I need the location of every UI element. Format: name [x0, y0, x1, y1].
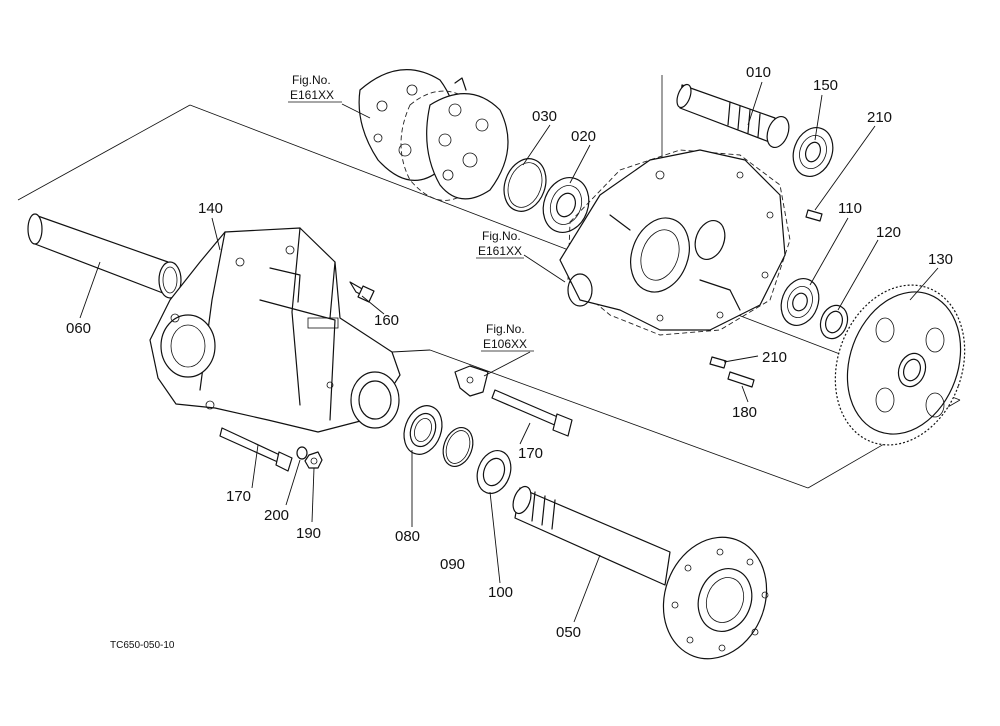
bearing-020: [542, 177, 590, 233]
bolt-170-right: [491, 389, 573, 437]
gear-130: [834, 284, 966, 446]
oil-seal-080: [403, 405, 443, 455]
part-label-110: 110: [838, 200, 862, 217]
part-label-150: 150: [813, 77, 838, 94]
stud-180: [727, 371, 755, 388]
snap-ring-030: [503, 158, 547, 212]
snap-ring-090: [442, 427, 474, 467]
figure-code: TC650-050-10: [110, 640, 175, 651]
part-label-010: 010: [746, 64, 771, 81]
fig-ref-3-line1: Fig.No.: [486, 322, 525, 336]
fig-ref-2-line1: Fig.No.: [482, 229, 521, 243]
part-label-050: 050: [556, 624, 581, 641]
part-label-170-left: 170: [226, 488, 251, 505]
sleeve-tube-060: [27, 213, 182, 299]
bolt-170-left: [219, 427, 293, 472]
part-label-210-lower: 210: [762, 349, 787, 366]
part-label-080: 080: [395, 528, 420, 545]
figure-reference-top: Fig.No. E161XX: [288, 73, 342, 103]
fig-ref-3-line2: E106XX: [483, 337, 527, 351]
main-housing-140: [149, 227, 401, 433]
fig-ref-2-line2: E161XX: [478, 244, 522, 258]
washer-200: [296, 446, 308, 460]
nut-190: [304, 451, 323, 469]
part-label-060: 060: [66, 320, 91, 337]
leader-lines: [79, 81, 939, 623]
part-label-200: 200: [264, 507, 289, 524]
part-label-170-right: 170: [518, 445, 543, 462]
clutch-plates-e161xx: [358, 69, 509, 201]
part-label-100: 100: [488, 584, 513, 601]
figure-reference-bracket: Fig.No. E106XX: [481, 322, 534, 352]
bearing-150: [792, 127, 834, 177]
bearing-110: [780, 278, 820, 326]
part-label-180: 180: [732, 404, 757, 421]
figure-reference-middle: Fig.No. E161XX: [476, 229, 524, 259]
fig-ref-1-line2: E161XX: [290, 88, 334, 102]
part-labels: 010 150 210 030 020 110 120 130 140 160 …: [66, 64, 953, 641]
fig-ref-1-line1: Fig.No.: [292, 73, 331, 87]
part-label-120: 120: [876, 224, 901, 241]
bracket-e106xx: [454, 365, 489, 397]
part-label-030: 030: [532, 108, 557, 125]
shaft-010: [676, 83, 790, 149]
part-label-020: 020: [571, 128, 596, 145]
axle-shaft-050: [512, 485, 769, 660]
bolt-160: [349, 281, 375, 303]
part-label-210-upper: 210: [867, 109, 892, 126]
part-label-190: 190: [296, 525, 321, 542]
collar-100: [476, 450, 512, 494]
part-label-140: 140: [198, 200, 223, 217]
dowel-pin-210-upper: [805, 209, 823, 222]
part-label-160: 160: [374, 312, 399, 329]
housing-cover-e161xx: [559, 149, 791, 336]
part-label-090: 090: [440, 556, 465, 573]
part-label-130: 130: [928, 251, 953, 268]
dowel-pin-210-lower: [709, 356, 727, 369]
